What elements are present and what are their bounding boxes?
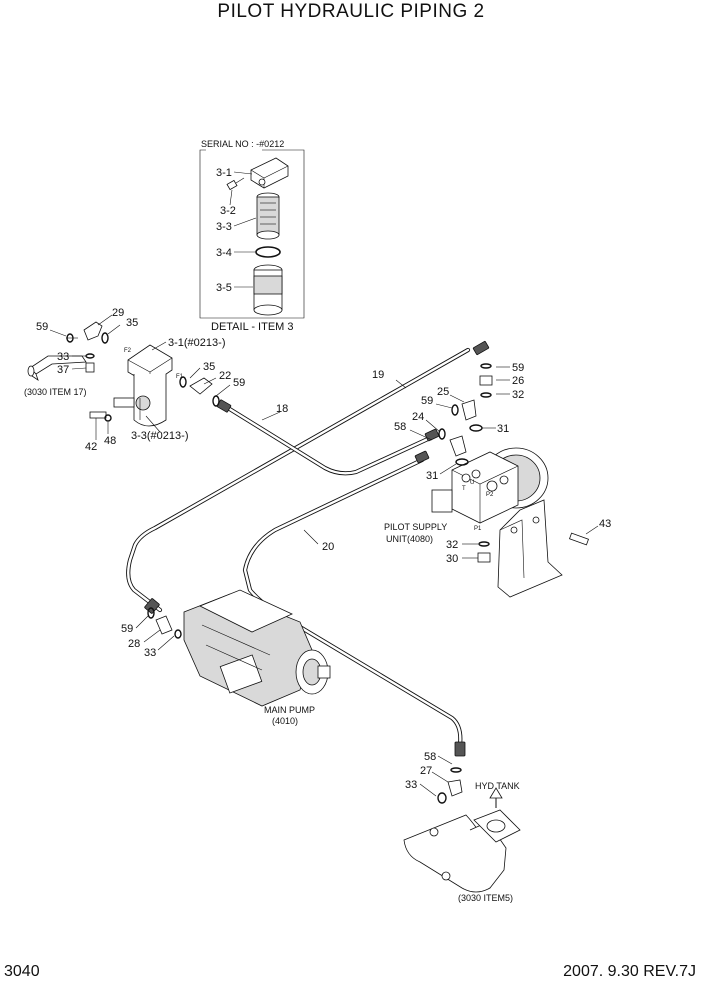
- callout-59-e: 59: [121, 623, 133, 635]
- port-p2: P2: [486, 492, 494, 498]
- callout-32-b: 32: [446, 539, 458, 551]
- callout-24: 24: [412, 411, 424, 423]
- callout-27: 27: [420, 765, 432, 777]
- port-p1: P1: [474, 526, 482, 532]
- filter-head-part: [250, 157, 289, 189]
- callout-3-1-filter: 3-1(#0213-): [168, 337, 225, 349]
- hose-20: [242, 457, 463, 748]
- callout-3-3-filter: 3-3(#0213-): [131, 430, 188, 442]
- filter-bowl-part: [253, 264, 283, 316]
- leader-lines: [49, 314, 599, 797]
- hyd-tank-label: HYD TANK: [475, 781, 520, 791]
- page-number: 3040: [4, 963, 40, 980]
- callout-26: 26: [512, 375, 524, 387]
- callout-3-1: 3-1: [216, 167, 232, 179]
- callout-31-b: 31: [426, 470, 438, 482]
- callout-59-d: 59: [421, 395, 433, 407]
- hose-fittings: [144, 341, 490, 757]
- callout-33-c: 33: [405, 779, 417, 791]
- callout-30: 30: [446, 553, 458, 565]
- ref-item-17: (3030 ITEM 17): [24, 387, 87, 397]
- mounting-bracket: [497, 499, 563, 598]
- hose-18: [225, 405, 433, 476]
- callout-3-3: 3-3: [216, 221, 232, 233]
- port-f1: F1: [176, 374, 184, 380]
- ref-item-5: (3030 ITEM5): [458, 893, 513, 903]
- callout-37: 37: [57, 364, 69, 376]
- callout-43: 43: [599, 518, 611, 530]
- main-pump: [183, 589, 331, 707]
- port-t: T: [462, 486, 466, 492]
- callout-32: 32: [512, 389, 524, 401]
- callout-18: 18: [276, 403, 288, 415]
- callout-20: 20: [322, 541, 334, 553]
- callout-42: 42: [85, 441, 97, 453]
- callout-31: 31: [497, 423, 509, 435]
- pilot-unit-fittings: [438, 363, 589, 563]
- pilot-supply-label: PILOT SUPPLY: [384, 522, 447, 532]
- callout-29: 29: [112, 307, 124, 319]
- callout-28: 28: [128, 638, 140, 650]
- filter-element-part: [256, 192, 280, 240]
- left-fittings: [66, 321, 109, 373]
- callout-58-b: 58: [424, 751, 436, 763]
- callout-3-5: 3-5: [216, 282, 232, 294]
- callout-22: 22: [219, 370, 231, 382]
- filter-screw-part: [226, 177, 245, 191]
- tank-pipe: [403, 767, 521, 893]
- pump-fittings: [147, 607, 182, 639]
- callout-59: 59: [36, 321, 48, 333]
- callout-labels: 59 29 35 33 37 (3030 ITEM 17) F2 F1 3-1(…: [24, 307, 611, 903]
- port-u: U: [470, 480, 474, 486]
- callout-3-4: 3-4: [216, 247, 232, 259]
- revision-date: 2007. 9.30 REV.7J: [563, 963, 696, 980]
- callout-59-c: 59: [512, 362, 524, 374]
- main-pump-label: MAIN PUMP: [264, 705, 315, 715]
- line-filter: [113, 344, 173, 427]
- callout-35: 35: [126, 317, 138, 329]
- callout-19: 19: [372, 369, 384, 381]
- pipe-item-17: [27, 355, 87, 381]
- callout-25: 25: [437, 386, 449, 398]
- page-title: PILOT HYDRAULIC PIPING 2: [217, 1, 485, 22]
- callout-59-b: 59: [233, 377, 245, 389]
- filter-fittings: [89, 376, 220, 422]
- callout-33-b: 33: [144, 647, 156, 659]
- hose-19: [126, 347, 471, 613]
- pilot-supply-ref: UNIT(4080): [386, 534, 433, 544]
- callout-48: 48: [104, 435, 116, 447]
- callout-3-2: 3-2: [220, 205, 236, 217]
- serial-no-label: SERIAL NO : -#0212: [201, 139, 284, 149]
- callout-35-b: 35: [203, 361, 215, 373]
- callout-58: 58: [394, 421, 406, 433]
- pilot-supply-unit: T U P2 P1: [431, 447, 549, 532]
- o-ring-part: [255, 246, 281, 258]
- detail-caption: DETAIL - ITEM 3: [211, 321, 294, 333]
- detail-item-3-box: SERIAL NO : -#0212 DETAIL - ITEM 3: [199, 139, 305, 333]
- port-f2: F2: [124, 348, 132, 354]
- main-pump-ref: (4010): [272, 716, 298, 726]
- callout-33: 33: [57, 351, 69, 363]
